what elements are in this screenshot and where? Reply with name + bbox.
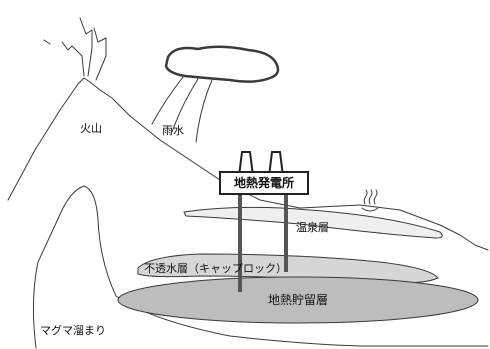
impermeable-layer-label: 不透水層（キャップロック） xyxy=(144,262,287,275)
magma-label: マグマ溜まり xyxy=(40,323,106,337)
chimney-icon xyxy=(237,151,285,177)
hot-spring-layer-label: 温泉層 xyxy=(296,220,329,234)
hot-spring-icon xyxy=(361,189,379,212)
power-plant-building xyxy=(219,171,309,195)
reservoir-label: 地熱貯留層 xyxy=(268,293,328,307)
magma-chamber-outline xyxy=(32,185,489,349)
lightning-icon xyxy=(43,17,107,81)
volcano-label: 火山 xyxy=(80,122,102,135)
cloud-icon xyxy=(164,45,280,83)
rainwater-label: 雨水 xyxy=(162,124,184,137)
rainwater-lines xyxy=(151,76,213,143)
geothermal-reservoir xyxy=(117,276,479,324)
production-wells xyxy=(238,194,288,292)
power-plant-label: 地熱発電所 xyxy=(234,175,294,190)
volcano-outline xyxy=(7,77,489,251)
